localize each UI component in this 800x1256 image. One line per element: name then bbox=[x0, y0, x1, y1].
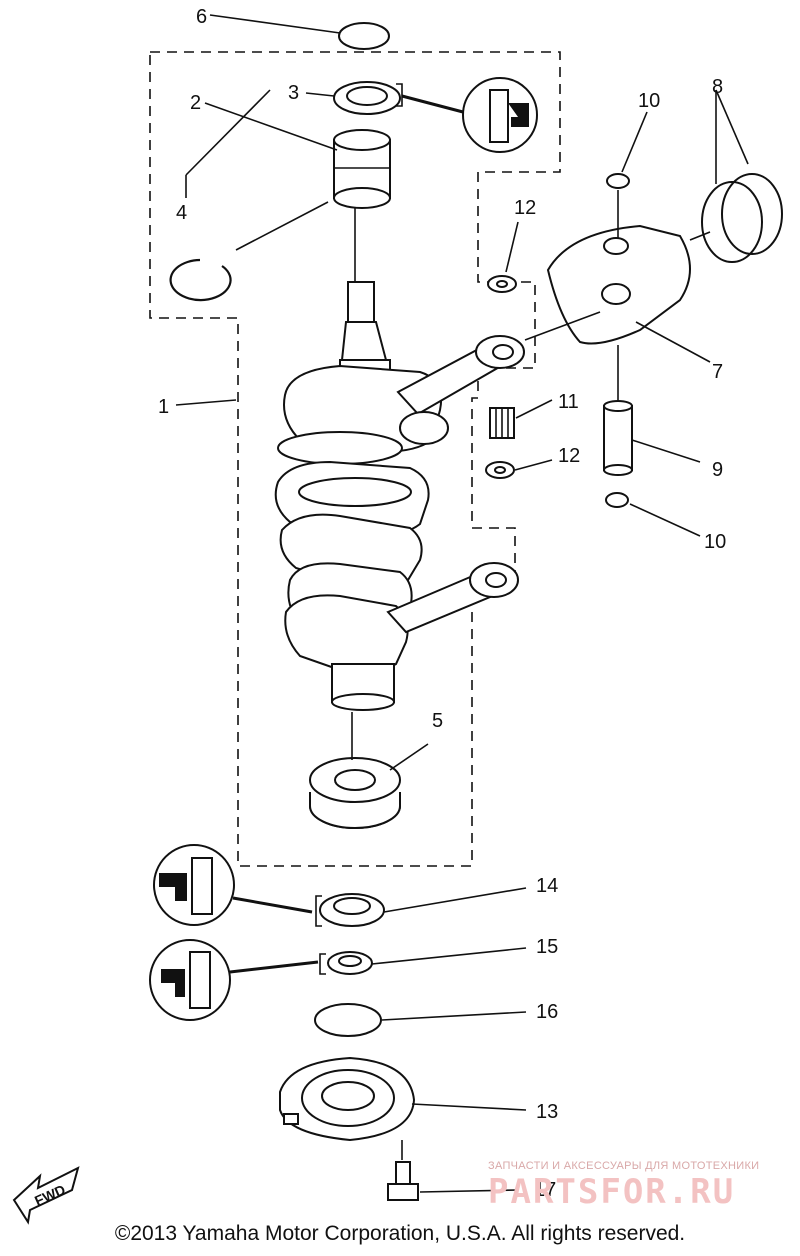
callout-7: 7 bbox=[712, 361, 723, 383]
callout-11: 11 bbox=[558, 391, 579, 413]
callout-6: 6 bbox=[196, 6, 207, 28]
seal-detail-circle-top bbox=[401, 77, 538, 153]
callout-10-top: 10 bbox=[638, 90, 660, 112]
connecting-rod-lower bbox=[386, 562, 519, 634]
seal-detail-circle-14 bbox=[153, 844, 313, 926]
copyright-notice: ©2013 Yamaha Motor Corporation, U.S.A. A… bbox=[114, 1222, 686, 1245]
part-3-oil-seal bbox=[333, 81, 401, 115]
assembly-outline bbox=[149, 51, 561, 867]
callout-1: 1 bbox=[158, 396, 169, 418]
part-10-clip-upper bbox=[606, 173, 630, 189]
callout-15: 15 bbox=[536, 936, 558, 958]
part-14-bracket bbox=[315, 895, 322, 927]
part-16-o-ring bbox=[314, 1003, 382, 1037]
part-17-bolt bbox=[387, 1161, 419, 1201]
callout-12-bottom: 12 bbox=[558, 445, 580, 467]
part-13-housing bbox=[279, 1056, 416, 1142]
seal-detail-circle-15 bbox=[149, 939, 319, 1021]
callout-16: 16 bbox=[536, 1001, 558, 1023]
connecting-rod-upper bbox=[396, 335, 525, 445]
callout-5: 5 bbox=[432, 710, 443, 732]
part-1-crankshaft bbox=[274, 281, 442, 711]
part-6-o-ring bbox=[338, 22, 390, 50]
part-9-piston-pin bbox=[603, 400, 633, 476]
callout-13: 13 bbox=[536, 1101, 558, 1123]
callout-14: 14 bbox=[536, 875, 558, 897]
part-5-bearing bbox=[309, 757, 401, 829]
part-3-bracket bbox=[396, 83, 403, 107]
callout-12-top: 12 bbox=[514, 197, 536, 219]
part-11-needle-bearing bbox=[489, 407, 515, 439]
part-12-washer-upper bbox=[487, 275, 517, 293]
part-8-piston-rings bbox=[701, 173, 783, 263]
callout-4: 4 bbox=[176, 202, 187, 224]
part-14-oil-seal bbox=[319, 893, 385, 927]
callout-10-bottom: 10 bbox=[704, 531, 726, 553]
part-4-circlip bbox=[169, 258, 232, 302]
callout-9: 9 bbox=[712, 459, 723, 481]
part-10-clip-lower bbox=[605, 492, 629, 508]
watermark-tagline: ЗАПЧАСТИ И АКСЕССУАРЫ ДЛЯ МОТОТЕХНИКИ bbox=[488, 1160, 760, 1172]
part-7-piston bbox=[546, 224, 691, 345]
part-15-bracket bbox=[319, 953, 326, 975]
watermark-logo: PARTSFOR.RU bbox=[488, 1172, 736, 1212]
part-12-washer-lower bbox=[485, 461, 515, 479]
callout-3: 3 bbox=[288, 82, 299, 104]
callout-8: 8 bbox=[712, 76, 723, 98]
part-15-oil-seal bbox=[327, 951, 373, 975]
callout-2: 2 bbox=[190, 92, 201, 114]
callout-17: 17 bbox=[534, 1179, 556, 1201]
part-2-bearing bbox=[333, 129, 391, 209]
fwd-arrow-icon: FWD bbox=[12, 1166, 80, 1225]
leader-lines bbox=[175, 14, 749, 1193]
